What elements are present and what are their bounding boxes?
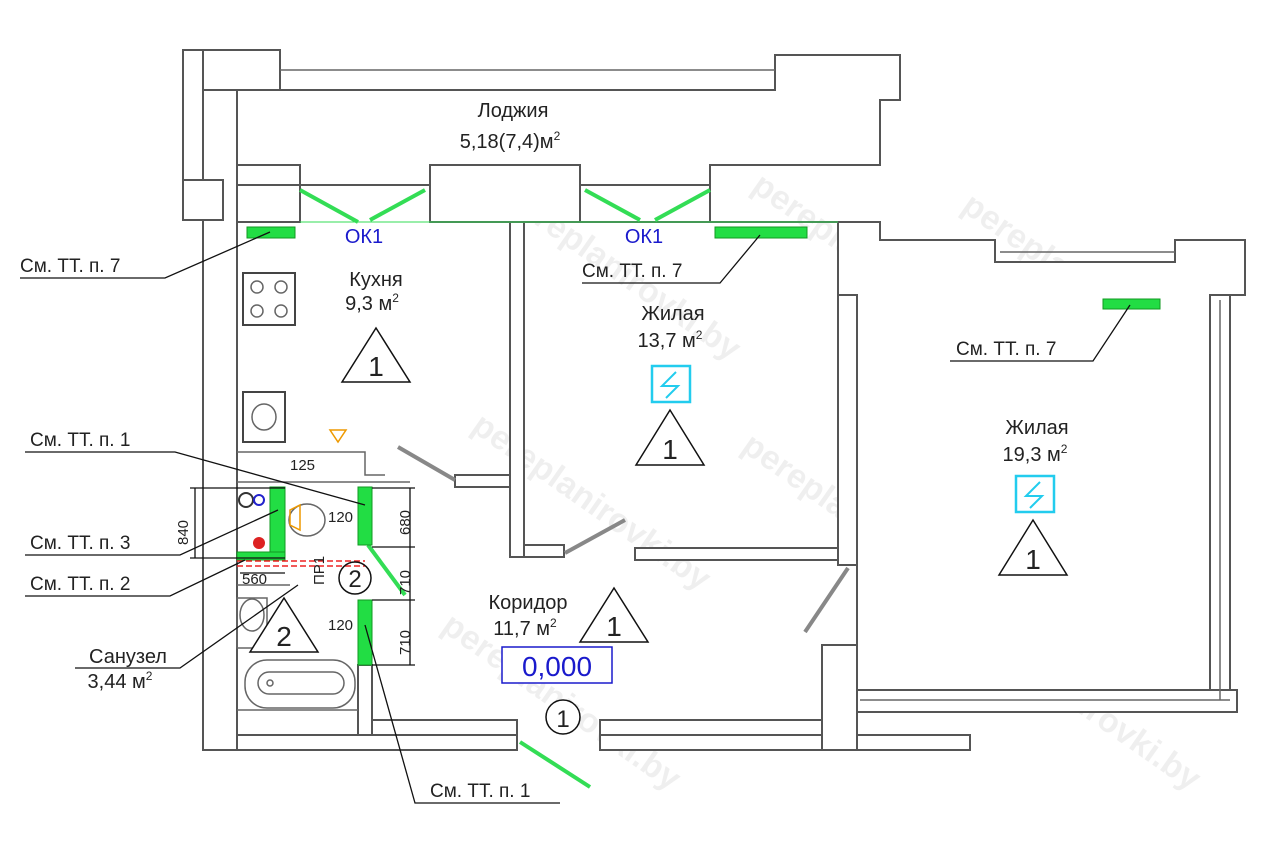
svg-text:Жилая: Жилая	[641, 303, 704, 325]
walls	[182, 49, 1246, 751]
vent-icon	[650, 364, 692, 404]
svg-text:См. ТТ. п. 2: См. ТТ. п. 2	[30, 574, 130, 595]
svg-text:См. ТТ. п. 1: См. ТТ. п. 1	[30, 430, 130, 451]
dimensions: 125 840 120 680 560 710 120 710	[175, 457, 415, 666]
svg-text:5,18(7,4)м2: 5,18(7,4)м2	[460, 129, 561, 153]
svg-text:Коридор: Коридор	[489, 592, 568, 614]
marker-1: 1	[556, 706, 569, 733]
callouts: См. ТТ. п. 7 См. ТТ. п. 7 См. ТТ. п. 7 С…	[20, 231, 1131, 804]
drain-icon	[328, 429, 348, 444]
bathtub-icon	[244, 659, 356, 709]
riser-icon	[238, 492, 254, 508]
sink-icon	[242, 391, 286, 443]
svg-text:Кухня: Кухня	[349, 269, 403, 291]
svg-text:9,3 м2: 9,3 м2	[345, 291, 399, 315]
room-living-2: Жилая 19,3 м2 1	[997, 417, 1069, 576]
new-partitions	[236, 226, 1161, 666]
room-corridor: Коридор 11,7 м2 1 0,000	[489, 586, 650, 684]
room-kitchen: Кухня 9,3 м2 1	[340, 269, 412, 383]
svg-text:1: 1	[1025, 544, 1041, 575]
svg-text:См. ТТ. п. 7: См. ТТ. п. 7	[582, 261, 682, 282]
svg-text:560: 560	[242, 571, 267, 588]
svg-text:Лоджия: Лоджия	[478, 100, 549, 122]
svg-text:710: 710	[397, 630, 414, 655]
svg-text:13,7 м2: 13,7 м2	[638, 328, 703, 352]
svg-text:840: 840	[175, 520, 192, 545]
marker-2: 2	[348, 566, 361, 593]
svg-text:Санузел: Санузел	[89, 646, 167, 668]
toilet-icon	[288, 503, 326, 537]
svg-text:См. ТТ. п. 1: См. ТТ. п. 1	[430, 781, 530, 802]
svg-text:710: 710	[397, 570, 414, 595]
svg-text:См. ТТ. п. 7: См. ТТ. п. 7	[20, 256, 120, 277]
svg-text:680: 680	[397, 510, 414, 535]
svg-text:120: 120	[328, 617, 353, 634]
room-loggia: Лоджия 5,18(7,4)м2	[460, 100, 561, 153]
svg-text:19,3 м2: 19,3 м2	[1003, 442, 1068, 466]
svg-text:1: 1	[662, 434, 678, 465]
svg-text:1: 1	[606, 611, 622, 642]
marker-pr: ПР1	[311, 556, 328, 585]
window-label-ok1: ОК1	[625, 226, 663, 248]
room-living-1: Жилая 13,7 м2 1	[634, 303, 706, 466]
svg-text:См. ТТ. п. 3: См. ТТ. п. 3	[30, 533, 130, 554]
svg-text:Жилая: Жилая	[1005, 417, 1068, 439]
stove-icon	[242, 272, 296, 326]
svg-text:125: 125	[290, 457, 315, 474]
svg-text:См. ТТ. п. 7: См. ТТ. п. 7	[956, 339, 1056, 360]
level-mark: 0,000	[522, 651, 592, 682]
svg-text:120: 120	[328, 509, 353, 526]
hot-water-icon	[253, 537, 265, 549]
svg-text:2: 2	[276, 621, 292, 652]
svg-text:11,7 м2: 11,7 м2	[493, 616, 557, 640]
doors	[299, 188, 850, 789]
cold-water-icon	[253, 494, 265, 506]
vent-icon	[1014, 474, 1056, 514]
room-bathroom: 2 Санузел 3,44 м2	[75, 584, 320, 693]
window-label-ok1: ОК1	[345, 226, 383, 248]
svg-text:1: 1	[368, 351, 384, 382]
svg-text:3,44 м2: 3,44 м2	[88, 669, 153, 693]
fixtures	[236, 272, 1056, 709]
